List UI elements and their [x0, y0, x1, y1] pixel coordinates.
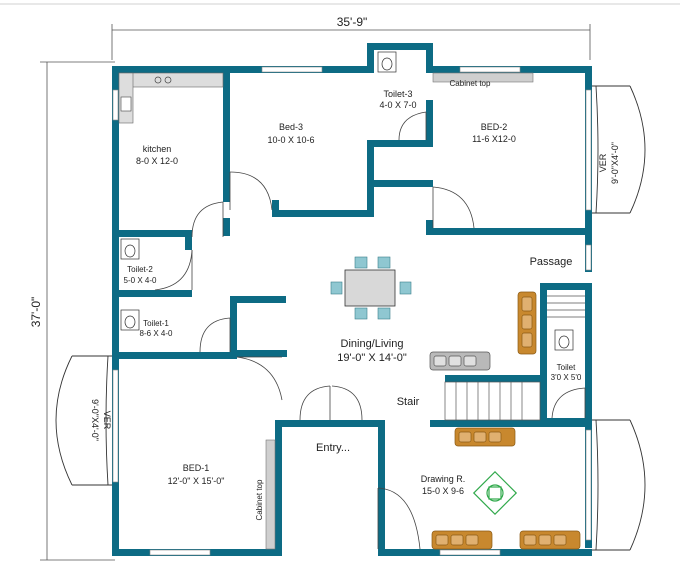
ver-right-name: VER	[598, 153, 608, 172]
toilet-4-wc	[554, 329, 574, 351]
ver-right-size: 9'-0"X4'-0"	[610, 142, 620, 184]
stairs-upper	[547, 295, 585, 318]
overall-depth-label: 37'-0"	[29, 297, 43, 328]
kitchen-counter	[118, 72, 224, 124]
sofa-drawing-right	[519, 530, 581, 550]
passage-label: Passage	[530, 256, 573, 268]
sofa-stair	[454, 427, 516, 447]
cabinet-top-bed1	[265, 439, 276, 550]
bed3-name: Bed-3	[279, 122, 303, 132]
toilet3-name: Toilet-3	[383, 89, 412, 99]
cabinet-top-bed2-label: Cabinet top	[450, 79, 491, 88]
drawing-size: 15-0 X 9-6	[422, 486, 464, 496]
verandah-bottom-right	[592, 419, 646, 551]
toilet1-size: 8-6 X 4-0	[140, 329, 173, 338]
dining-table	[344, 269, 396, 307]
bed1-size: 12'-0" X 15'-0"	[168, 476, 225, 486]
dimension-width	[111, 24, 591, 60]
toilet-1-wc	[120, 309, 140, 331]
cabinet-top-bed2	[432, 72, 534, 83]
doors	[154, 111, 586, 550]
drawing-name: Drawing R.	[421, 474, 466, 484]
stair-label: Stair	[397, 396, 420, 408]
toilet2-size: 5-0 X 4-0	[124, 276, 157, 285]
toilet4-size: 3'0 X 5'0	[551, 373, 582, 382]
kitchen-size: 8-0 X 12-0	[136, 156, 178, 166]
overall-width-label: 35'-9"	[337, 15, 368, 29]
dimension-depth	[40, 61, 115, 561]
toilet3-size: 4-0 X 7-0	[379, 100, 416, 110]
toilet-3-wc	[377, 51, 397, 73]
ver-left-name: VER	[102, 411, 112, 430]
ver-left-size: 9'-0"X4'-0"	[90, 399, 100, 441]
toilet1-name: Toilet-1	[143, 319, 169, 328]
windows	[112, 66, 592, 556]
verandah-right	[592, 85, 646, 214]
verandah-left	[55, 355, 112, 486]
bed1-name: BED-1	[183, 463, 210, 473]
toilet4-name: Toilet	[557, 363, 576, 372]
kitchen-name: kitchen	[143, 144, 172, 154]
toilet-2-wc	[120, 238, 140, 260]
sofa-drawing-left	[431, 530, 493, 550]
drawing-carpet	[472, 470, 518, 516]
bed2-name: BED-2	[481, 122, 508, 132]
sofa-living	[429, 351, 491, 371]
stairs-lower	[444, 381, 541, 421]
entry-label: Entry...	[316, 442, 350, 454]
dining-chairs	[330, 256, 412, 320]
cabinet-top-bed1-label: Cabinet top	[255, 479, 264, 520]
sofa-passage	[517, 291, 537, 355]
toilet2-name: Toilet-2	[127, 265, 153, 274]
bed3-size: 10-0 X 10-6	[267, 135, 314, 145]
dining-name: Dining/Living	[341, 338, 404, 350]
dining-size: 19'-0" X 14'-0"	[337, 352, 407, 364]
bed2-size: 11-6 X12-0	[472, 134, 516, 144]
